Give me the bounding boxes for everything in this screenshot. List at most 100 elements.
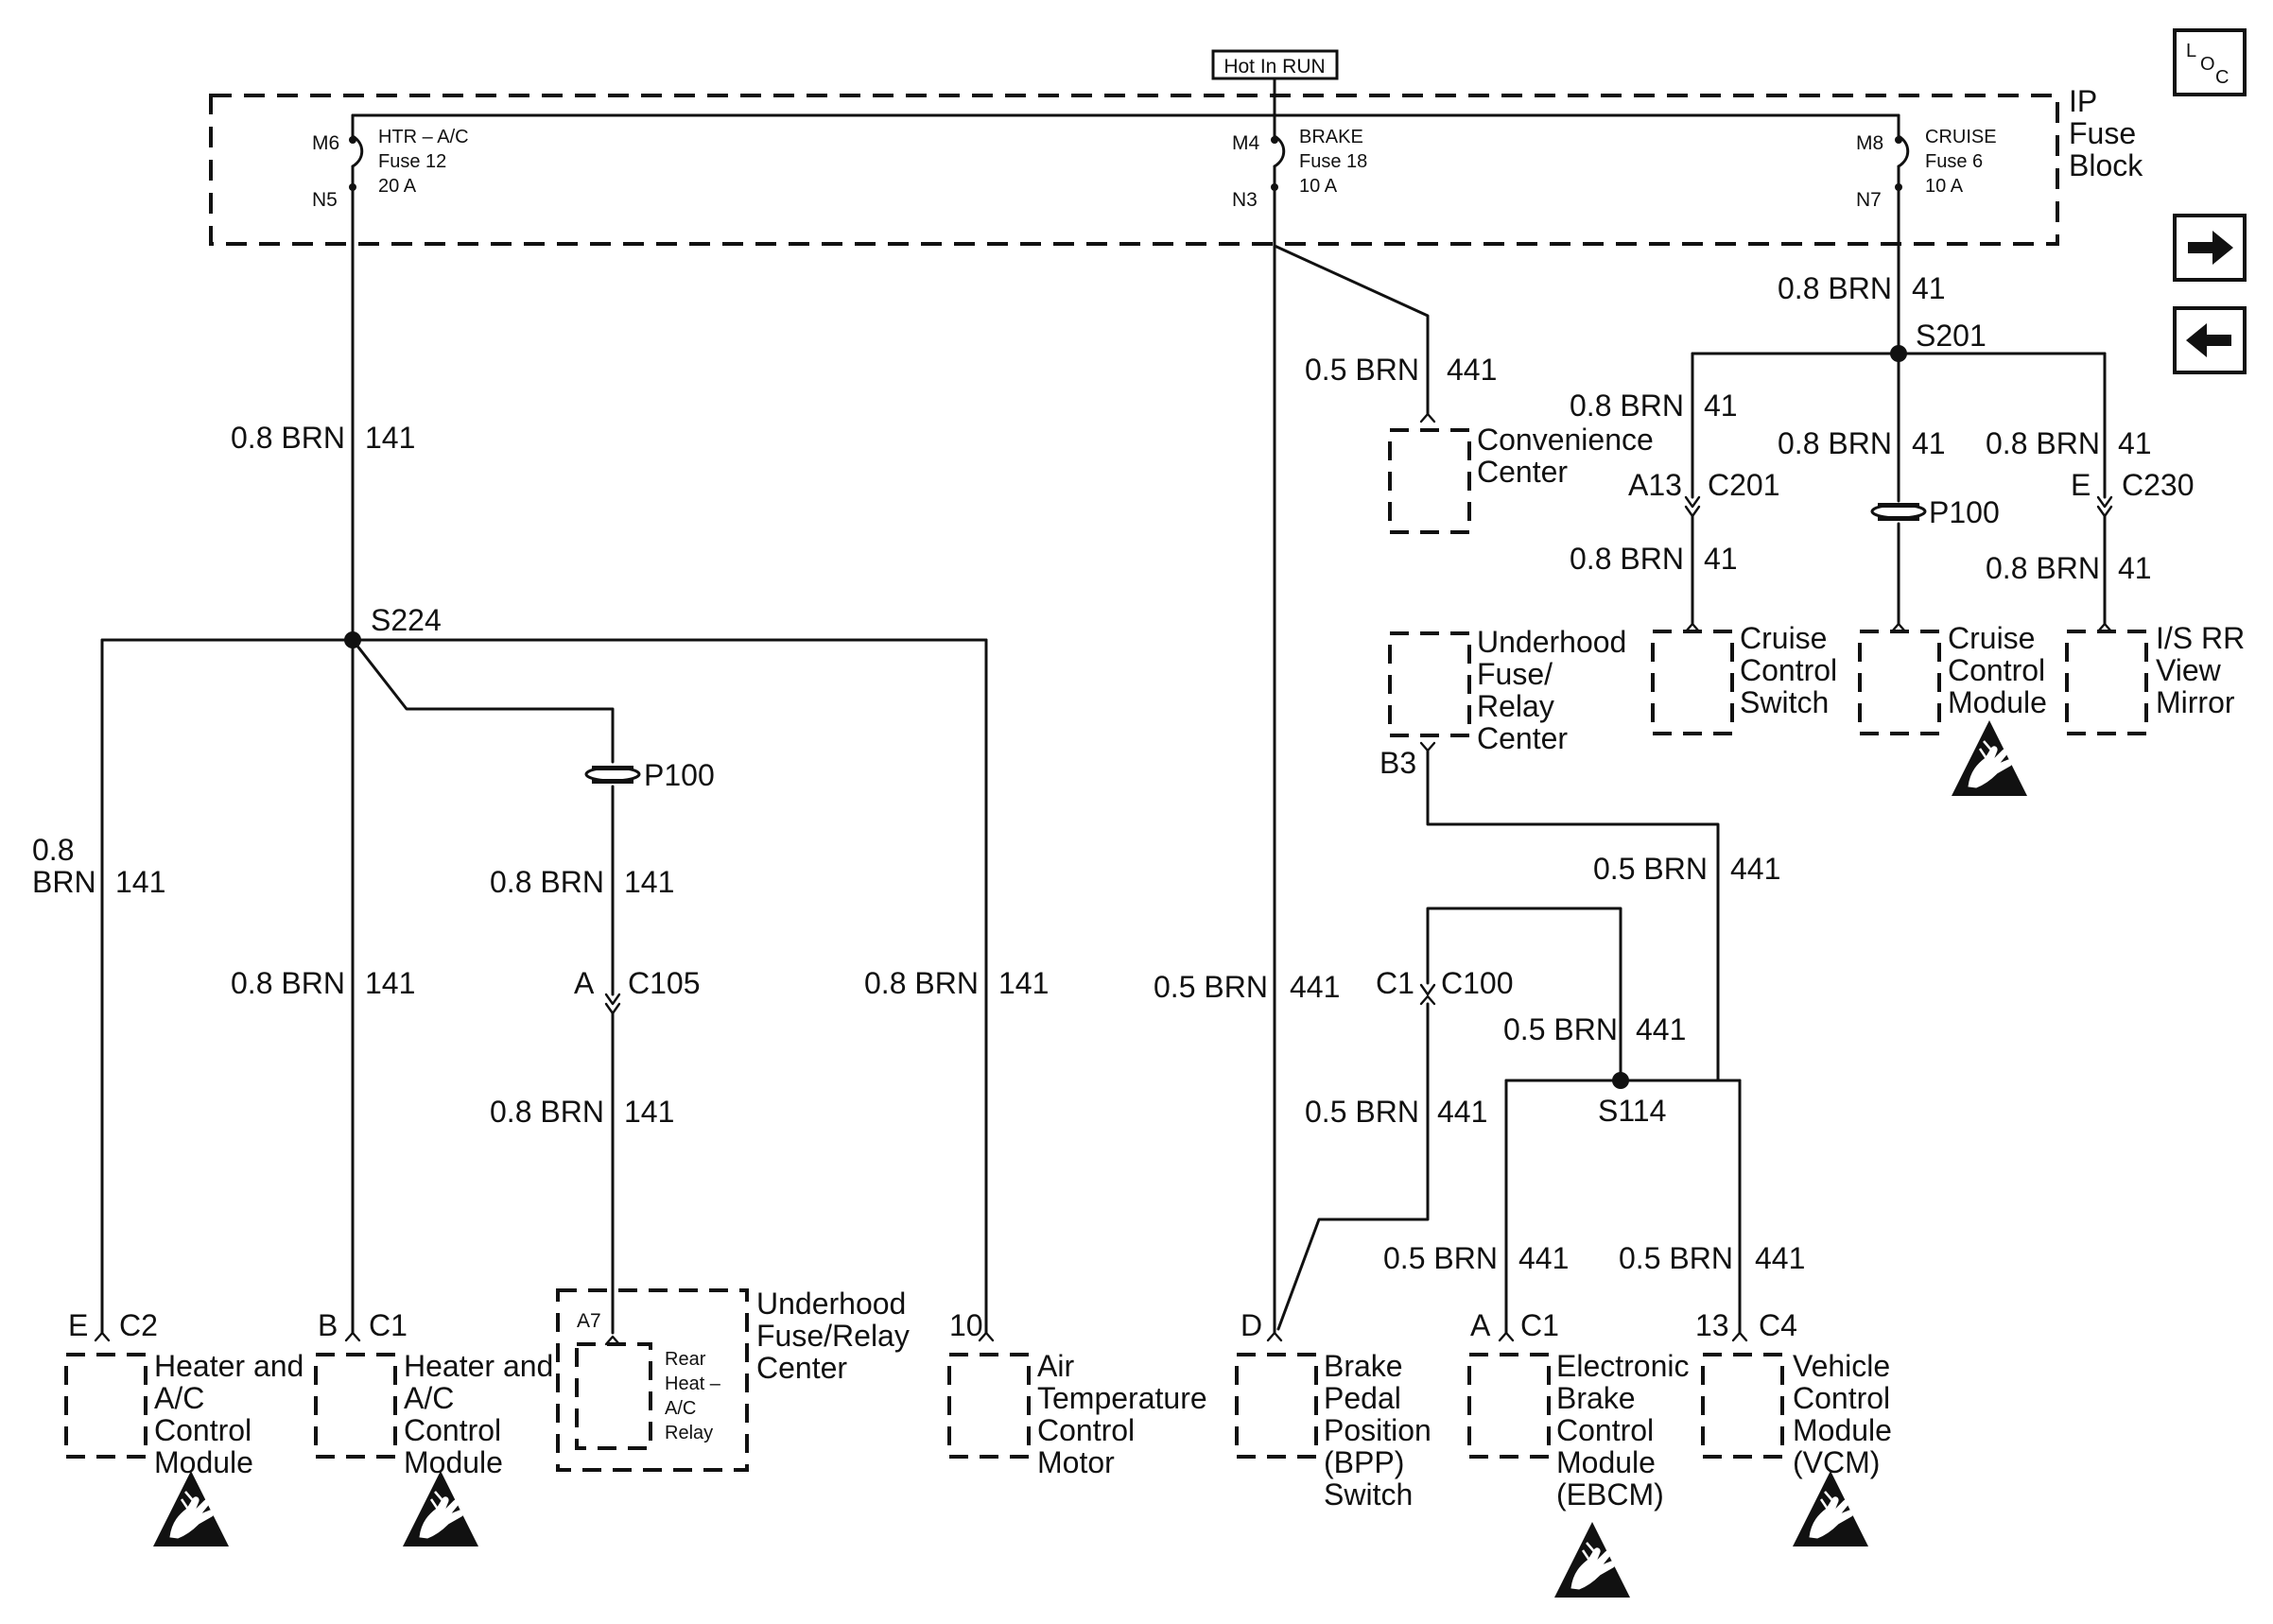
svg-text:0.8 BRN: 0.8 BRN <box>490 1095 604 1129</box>
svg-text:Control: Control <box>1556 1413 1654 1447</box>
svg-text:Underhood: Underhood <box>756 1287 906 1321</box>
svg-text:10 A: 10 A <box>1925 176 1964 197</box>
svg-text:C1: C1 <box>1520 1308 1559 1342</box>
svg-text:Control: Control <box>1740 653 1837 687</box>
svg-text:141: 141 <box>624 865 674 899</box>
svg-text:441: 441 <box>1437 1095 1487 1129</box>
svg-text:Center: Center <box>1477 455 1568 489</box>
svg-text:Control: Control <box>1793 1381 1890 1415</box>
svg-text:A/C: A/C <box>404 1381 454 1415</box>
wire-441-b3-s114 <box>1426 749 1720 1082</box>
svg-text:C: C <box>2215 67 2229 88</box>
svg-text:141: 141 <box>624 1095 674 1129</box>
esd-icon <box>1950 718 2029 798</box>
svg-text:0.5 BRN: 0.5 BRN <box>1503 1012 1618 1046</box>
svg-text:41: 41 <box>1912 271 1946 305</box>
svg-text:P100: P100 <box>1929 495 2000 529</box>
svg-text:41: 41 <box>1912 426 1946 460</box>
svg-text:I/S RR: I/S RR <box>2156 621 2245 655</box>
svg-text:Module: Module <box>154 1445 253 1479</box>
svg-text:(VCM): (VCM) <box>1793 1445 1880 1479</box>
svg-text:Motor: Motor <box>1037 1445 1115 1479</box>
svg-text:441: 441 <box>1636 1012 1686 1046</box>
svg-text:A/C: A/C <box>665 1398 696 1419</box>
svg-text:Rear: Rear <box>665 1349 706 1370</box>
svg-text:Position: Position <box>1324 1413 1431 1447</box>
svg-text:C105: C105 <box>628 966 701 1000</box>
underhood-fuse-relay-center-b3: Underhood Fuse/ Relay Center B3 <box>1379 625 1626 780</box>
location-icon[interactable]: L O C <box>2173 28 2247 96</box>
svg-text:Mirror: Mirror <box>2156 685 2235 719</box>
svg-text:CRUISE: CRUISE <box>1925 127 1997 147</box>
svg-text:Module: Module <box>1556 1445 1656 1479</box>
svg-text:Control: Control <box>1037 1413 1135 1447</box>
svg-text:Control: Control <box>154 1413 252 1447</box>
esd-icon <box>151 1469 231 1548</box>
svg-text:C4: C4 <box>1759 1308 1797 1342</box>
svg-text:C1: C1 <box>1376 966 1414 1000</box>
svg-text:Switch: Switch <box>1324 1477 1413 1512</box>
svg-text:441: 441 <box>1290 970 1340 1004</box>
fuse-htr-ac: M6 N5 HTR – A/C Fuse 12 20 A <box>312 113 469 211</box>
passthrough-p100-right: P100 <box>1870 495 2000 529</box>
svg-text:E: E <box>2071 468 2091 502</box>
svg-text:(EBCM): (EBCM) <box>1556 1477 1664 1512</box>
svg-text:141: 141 <box>998 966 1049 1000</box>
svg-text:0.8 BRN: 0.8 BRN <box>1986 426 2100 460</box>
svg-text:10: 10 <box>949 1308 983 1342</box>
svg-text:Module: Module <box>1793 1413 1892 1447</box>
wire-441-convenience <box>1273 244 1430 416</box>
splice-s114-label: S114 <box>1598 1094 1666 1128</box>
svg-text:M8: M8 <box>1856 132 1883 154</box>
svg-text:Heat –: Heat – <box>665 1373 721 1394</box>
svg-text:(BPP): (BPP) <box>1324 1445 1404 1479</box>
svg-text:441: 441 <box>1518 1241 1569 1275</box>
svg-text:Air: Air <box>1037 1349 1074 1383</box>
inside-rear-view-mirror: I/S RR View Mirror <box>2065 621 2245 735</box>
svg-text:N7: N7 <box>1856 189 1882 211</box>
svg-text:Brake: Brake <box>1324 1349 1403 1383</box>
svg-text:441: 441 <box>1447 353 1497 387</box>
svg-text:141: 141 <box>115 865 165 899</box>
svg-text:A13: A13 <box>1628 468 1682 502</box>
svg-text:Switch: Switch <box>1740 685 1829 719</box>
heater-ac-control-module-b: B C1 Heater and A/C Control Module <box>314 1308 553 1548</box>
svg-text:E: E <box>68 1308 88 1342</box>
svg-text:Fuse/Relay: Fuse/Relay <box>756 1319 910 1353</box>
svg-text:M6: M6 <box>312 132 339 154</box>
svg-text:A: A <box>1470 1308 1491 1342</box>
svg-text:441: 441 <box>1755 1241 1805 1275</box>
next-page-button[interactable] <box>2173 214 2247 282</box>
svg-text:N5: N5 <box>312 189 338 211</box>
svg-text:Brake: Brake <box>1556 1381 1636 1415</box>
connector-c105: A C105 <box>574 966 701 1015</box>
svg-text:B: B <box>318 1308 338 1342</box>
svg-text:141: 141 <box>365 966 415 1000</box>
svg-text:Cruise: Cruise <box>1948 621 2035 655</box>
passthrough-p100-left: P100 <box>584 758 715 792</box>
svg-text:0.8 BRN: 0.8 BRN <box>1570 389 1684 423</box>
svg-text:0.8 BRN: 0.8 BRN <box>231 421 345 455</box>
svg-text:20 A: 20 A <box>378 176 417 197</box>
svg-text:0.5 BRN: 0.5 BRN <box>1154 970 1268 1004</box>
ip-fuse-block: IP Fuse Block <box>209 84 2143 246</box>
previous-page-button[interactable] <box>2173 306 2247 374</box>
svg-text:Hot In RUN: Hot In RUN <box>1223 56 1325 78</box>
svg-text:0.8 BRN: 0.8 BRN <box>1778 271 1892 305</box>
svg-text:Underhood: Underhood <box>1477 625 1626 659</box>
esd-icon <box>401 1469 480 1548</box>
svg-text:Control: Control <box>1948 653 2045 687</box>
svg-text:13: 13 <box>1695 1308 1729 1342</box>
hot-in-run-label: Hot In RUN <box>1211 49 1339 80</box>
svg-text:0.5 BRN: 0.5 BRN <box>1305 353 1419 387</box>
svg-text:M4: M4 <box>1232 132 1259 154</box>
air-temperature-control-motor: 10 Air Temperature Control Motor <box>947 1308 1207 1479</box>
connector-c230: E C230 <box>2071 468 2195 518</box>
svg-text:Center: Center <box>1477 721 1568 755</box>
svg-text:0.8 BRN: 0.8 BRN <box>1986 551 2100 585</box>
svg-text:0.5 BRN: 0.5 BRN <box>1383 1241 1498 1275</box>
svg-text:C230: C230 <box>2122 468 2195 502</box>
svg-text:0.8 BRN: 0.8 BRN <box>231 966 345 1000</box>
fuse-brake: M4 N3 BRAKE Fuse 18 10 A <box>1232 113 1367 211</box>
